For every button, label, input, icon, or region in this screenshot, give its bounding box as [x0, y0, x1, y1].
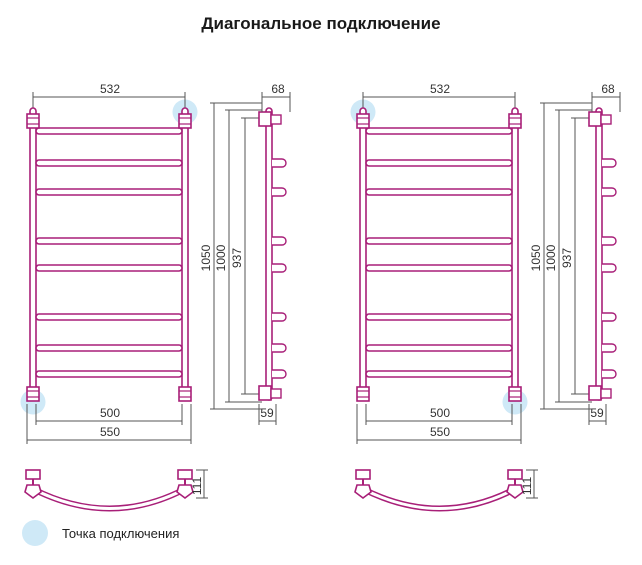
fitting-bottom-left	[26, 386, 40, 402]
side-view-rung-6	[602, 343, 617, 353]
rung-6	[35, 313, 183, 321]
side-view-rung-4	[272, 263, 287, 273]
right-vertical-rail	[511, 107, 519, 401]
plan-view-fitting-left	[24, 484, 42, 499]
plan-view-wall-mount-left	[355, 469, 371, 480]
rung-3	[35, 188, 183, 196]
rung-1	[35, 127, 183, 135]
fitting-bottom-right	[508, 386, 522, 402]
dim-label-depth-top: 68	[601, 82, 615, 96]
fitting-body	[356, 113, 370, 129]
rung-6	[365, 313, 513, 321]
dim-label-total-width: 550	[100, 425, 120, 439]
fitting-body	[508, 113, 522, 129]
fitting-body	[178, 386, 192, 402]
fitting-top-right	[508, 113, 522, 129]
side-view-rung-7	[272, 369, 287, 379]
page-title: Диагональное подключение	[201, 14, 441, 33]
connection-point-legend-icon	[22, 520, 48, 546]
fitting-body	[178, 113, 192, 129]
fitting-bottom-right	[178, 386, 192, 402]
rung-8	[365, 370, 513, 378]
plan-view-rail-inner	[362, 487, 516, 510]
side-view-nut-bottom	[270, 388, 282, 399]
dim-label-total-width: 550	[430, 425, 450, 439]
rung-4	[365, 237, 513, 245]
side-view-rung-5	[602, 312, 617, 322]
fitting-top-left	[26, 113, 40, 129]
side-view-fitting-bottom	[258, 385, 272, 401]
side-view-fitting-top	[588, 111, 602, 127]
side-view-rail	[595, 107, 603, 401]
side-view-rung-1	[272, 158, 287, 168]
rung-1	[365, 127, 513, 135]
side-view-rung-3	[272, 236, 287, 246]
plan-view-fitting-left	[354, 484, 372, 499]
dim-label-bend-depth: 111	[520, 477, 534, 496]
side-view-rung-2	[272, 187, 287, 197]
side-view-fitting-top	[258, 111, 272, 127]
rung-7	[365, 344, 513, 352]
dim-label-depth-bottom: 59	[590, 406, 604, 420]
fitting-top-left	[356, 113, 370, 129]
side-view-rung-7	[602, 369, 617, 379]
fitting-body	[26, 113, 40, 129]
side-view-rung-6	[272, 343, 287, 353]
left-vertical-rail	[359, 107, 367, 401]
side-view-rail	[265, 107, 273, 401]
side-view-rung-4	[602, 263, 617, 273]
side-view-rung-3	[602, 236, 617, 246]
rung-2	[35, 159, 183, 167]
plan-view-wall-mount-left	[25, 469, 41, 480]
rung-4	[35, 237, 183, 245]
left-vertical-rail	[29, 107, 37, 401]
side-view-nut-top	[600, 114, 612, 125]
plan-view-fitting-right	[176, 484, 194, 499]
dim-label-height-2: 1000	[214, 244, 228, 271]
side-view-rung-5	[272, 312, 287, 322]
dim-label-top-width: 532	[430, 82, 450, 96]
side-view-nut-bottom	[600, 388, 612, 399]
side-view-nut-top	[270, 114, 282, 125]
fitting-top-right	[178, 113, 192, 129]
dim-label-inner-width: 500	[100, 406, 120, 420]
dim-label-top-width: 532	[100, 82, 120, 96]
dim-label-depth-bottom: 59	[260, 406, 274, 420]
rung-2	[365, 159, 513, 167]
rung-8	[35, 370, 183, 378]
rung-3	[365, 188, 513, 196]
fitting-bottom-left	[356, 386, 370, 402]
side-view-rung-1	[602, 158, 617, 168]
plan-view-fitting-right	[506, 484, 524, 499]
side-view-fitting-bottom	[588, 385, 602, 401]
plan-view-rail-inner	[32, 487, 186, 510]
fitting-body	[508, 386, 522, 402]
legend-label: Точка подключения	[62, 525, 180, 541]
fitting-body	[356, 386, 370, 402]
rung-5	[35, 264, 183, 272]
right-vertical-rail	[181, 107, 189, 401]
rung-5	[365, 264, 513, 272]
fitting-body	[26, 386, 40, 402]
dim-label-height-3: 937	[560, 248, 574, 268]
rung-7	[35, 344, 183, 352]
dim-label-bend-depth: 111	[190, 477, 204, 496]
dim-label-height-1: 1050	[199, 244, 213, 271]
dim-label-height-3: 937	[230, 248, 244, 268]
dim-label-depth-top: 68	[271, 82, 285, 96]
dim-label-height-2: 1000	[544, 244, 558, 271]
legend: Точка подключения	[22, 520, 179, 546]
side-view-rung-2	[602, 187, 617, 197]
dim-label-height-1: 1050	[529, 244, 543, 271]
dim-label-inner-width: 500	[430, 406, 450, 420]
